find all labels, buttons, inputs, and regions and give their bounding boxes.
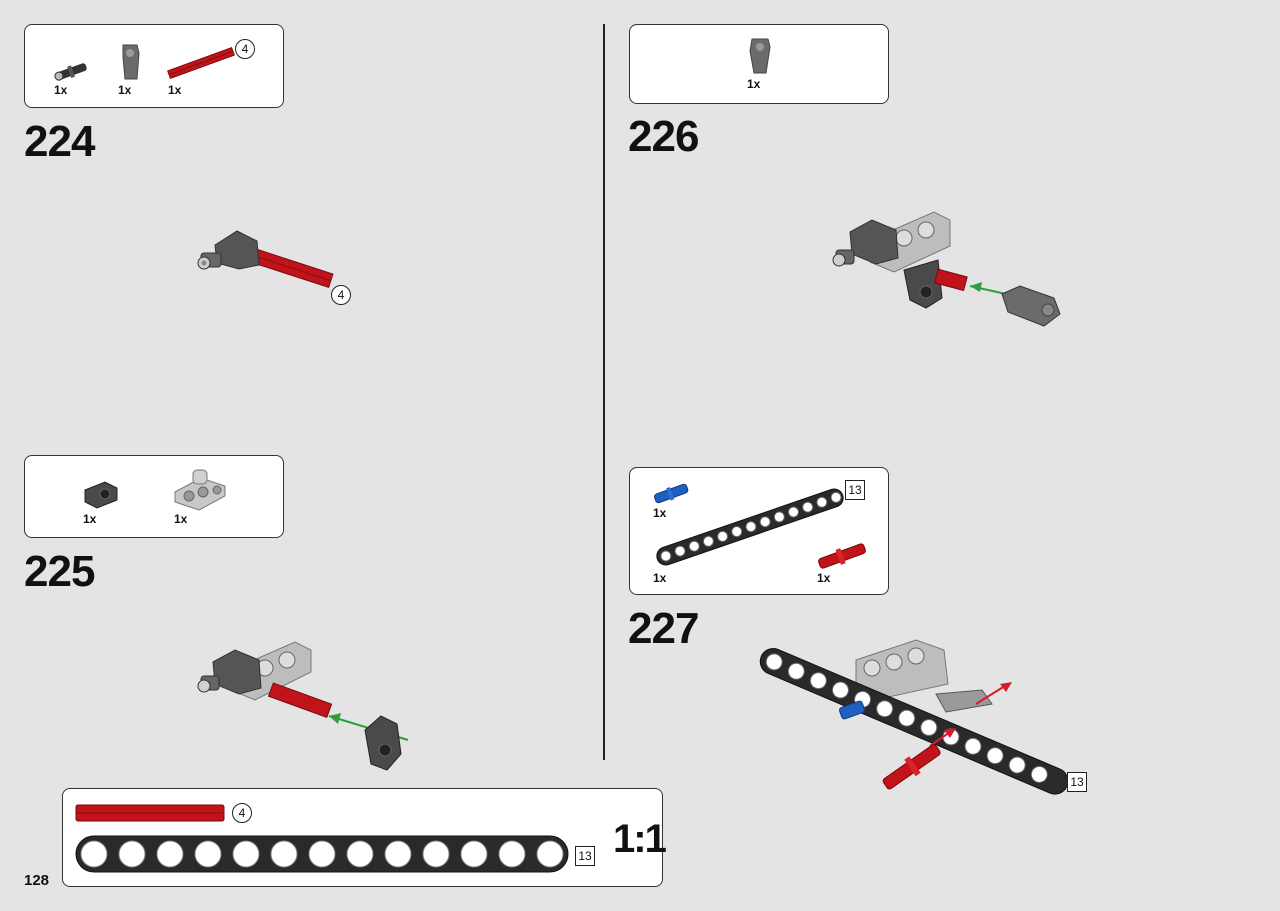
step-225-assembly <box>197 641 409 771</box>
scale-label: 1:1 <box>613 817 667 861</box>
step-226-assembly <box>832 211 1061 327</box>
part-qty: 1x <box>653 571 667 585</box>
step-227-assembly <box>759 639 1069 795</box>
step-number: 227 <box>628 604 699 653</box>
red-axle-scale-icon <box>75 804 225 822</box>
axle-length-badge: 4 <box>331 285 351 305</box>
angle-connector-icon <box>749 38 771 74</box>
beam-length-badge: 13 <box>1067 772 1087 792</box>
part-qty: 1x <box>118 83 132 97</box>
black-beam-13-icon <box>656 488 844 566</box>
part-qty: 1x <box>747 77 761 91</box>
step-226-parts-callout: 1x <box>629 24 889 104</box>
blue-axle-pin-icon <box>654 483 689 504</box>
part-qty: 1x <box>174 512 188 526</box>
page-divider <box>603 24 605 760</box>
step-number: 226 <box>628 112 699 161</box>
axle-pin-with-friction-icon <box>54 63 87 81</box>
angle-connector-icon <box>122 44 140 80</box>
page-number: 128 <box>24 872 50 889</box>
beam-length-badge: 13 <box>575 846 595 866</box>
part-qty: 1x <box>83 512 97 526</box>
black-beam-scale-icon <box>75 835 569 873</box>
part-qty: 1x <box>817 571 831 585</box>
part-qty: 1x <box>653 506 667 520</box>
part-qty: 1x <box>54 83 68 97</box>
light-gray-liftarm-icon <box>174 469 226 511</box>
beam-length-badge: 13 <box>845 480 865 500</box>
step-227-parts-callout: 1x 1x 13 1x <box>629 467 889 595</box>
scale-reference-box: 4 13 1:1 <box>62 788 667 887</box>
step-number: 225 <box>24 547 95 596</box>
step-224-parts-callout: 1x 1x 1x 4 <box>24 24 284 108</box>
axle-length-badge: 4 <box>235 39 255 59</box>
cross-block-icon <box>84 481 118 509</box>
red-axle-icon <box>167 46 235 80</box>
part-qty: 1x <box>168 83 182 97</box>
axle-length-badge: 4 <box>232 803 252 823</box>
red-axle-pin-icon <box>818 543 866 569</box>
step-224-assembly <box>197 230 334 288</box>
step-number: 224 <box>24 117 95 166</box>
step-225-parts-callout: 1x 1x <box>24 455 284 538</box>
